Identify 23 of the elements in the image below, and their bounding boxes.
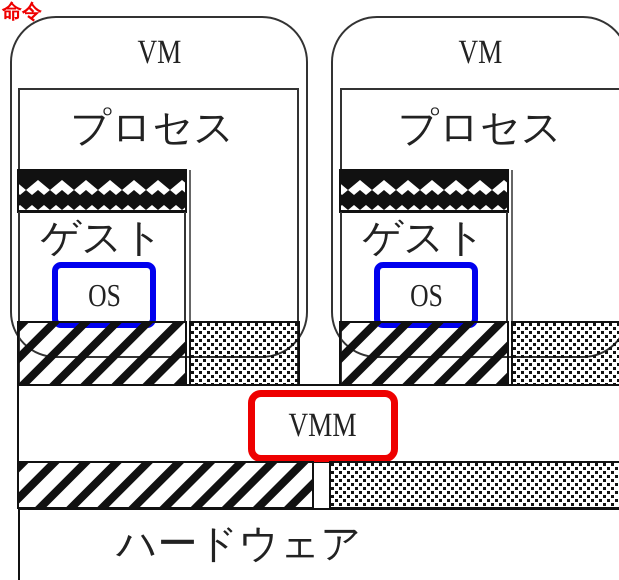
- guest-label: ゲスト: [362, 218, 486, 258]
- vm-label: VM: [458, 36, 502, 70]
- process-label: プロセス: [398, 108, 562, 148]
- process-box: [340, 88, 619, 385]
- vm-label: VM: [137, 36, 181, 70]
- os-label: OS: [88, 279, 120, 311]
- vmm-label: VMM: [288, 409, 358, 443]
- dotted-bar: [190, 322, 299, 385]
- hatched-bar: [18, 462, 313, 508]
- note-text: 命令: [2, 0, 42, 25]
- diamond-pattern-bar: [340, 170, 508, 212]
- dotted-bar: [512, 322, 619, 385]
- dotted-bar: [330, 462, 619, 508]
- diamond-pattern-bar: [18, 170, 186, 212]
- vmm-box: [248, 390, 398, 462]
- guest-label: ゲスト: [40, 218, 164, 258]
- hardware-box: [18, 508, 619, 580]
- process-label: プロセス: [70, 108, 234, 148]
- hatched-bar: [18, 322, 186, 385]
- hatched-bar: [340, 322, 508, 385]
- process-box: [18, 88, 299, 385]
- os-label: OS: [410, 279, 442, 311]
- hardware-label: ハードウェア: [116, 524, 362, 564]
